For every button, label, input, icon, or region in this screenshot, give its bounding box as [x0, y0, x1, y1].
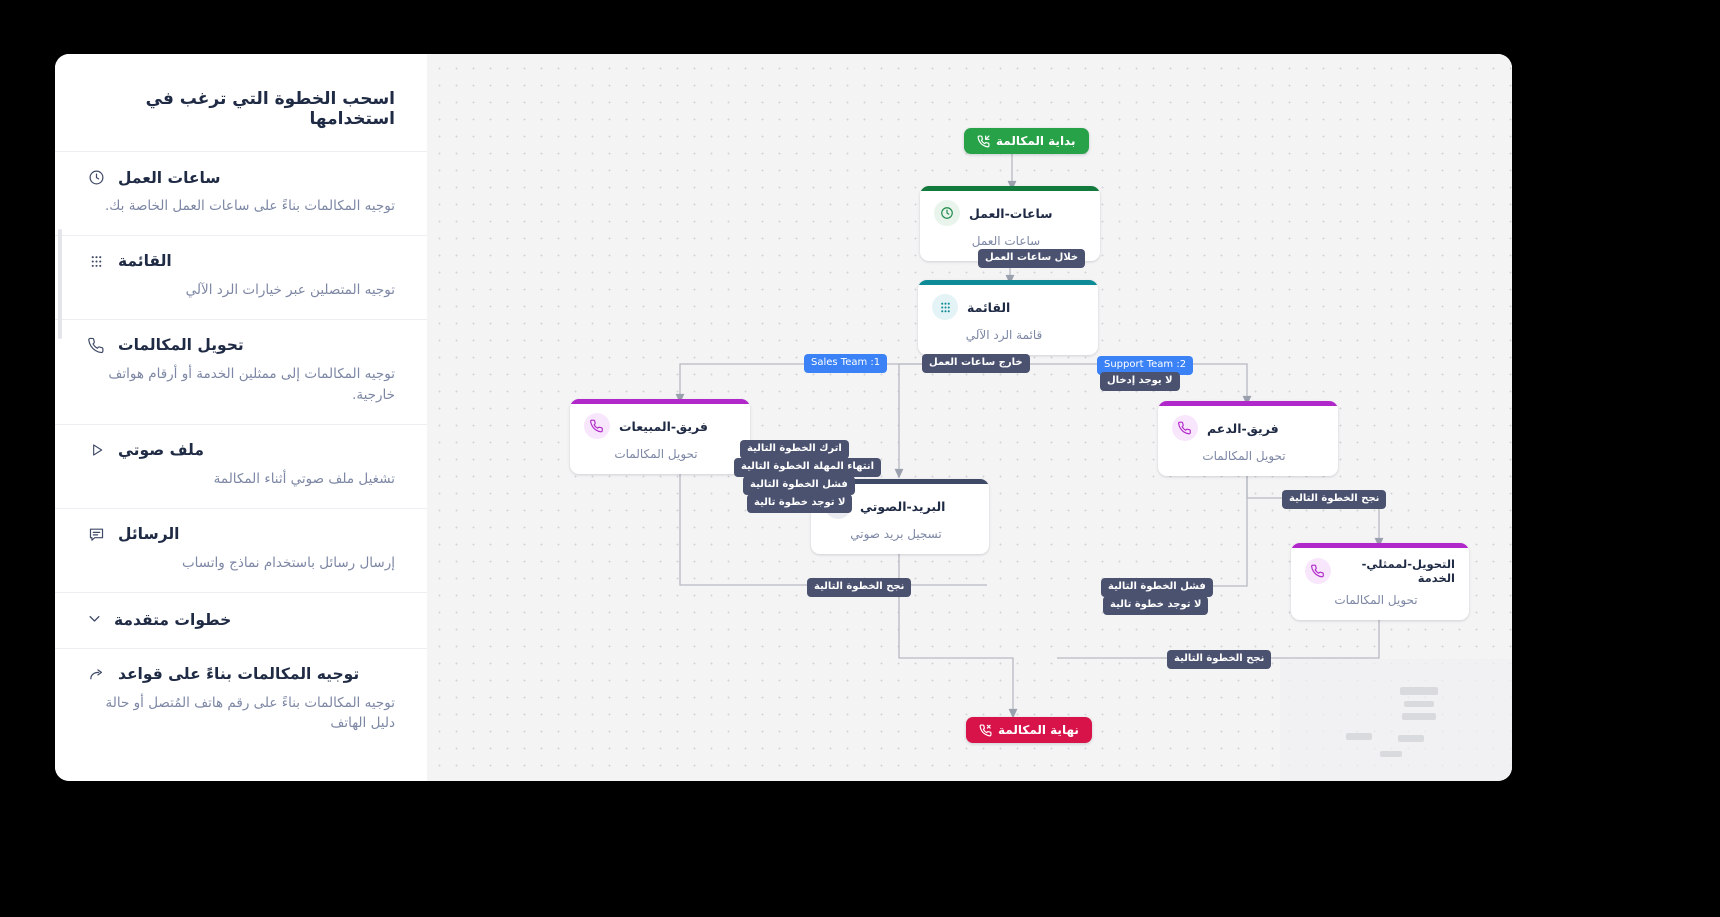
- node-support-team[interactable]: فريق-الدعم تحويل المكالمات: [1158, 401, 1338, 476]
- edge-label-fail-next-b[interactable]: فشل الخطوة التالية: [1101, 578, 1213, 597]
- phone-forward-icon: [1172, 415, 1198, 441]
- phone-incoming-icon: [977, 134, 990, 147]
- node-business-hours[interactable]: ساعات-العمل ساعات العمل: [920, 186, 1100, 261]
- flow-canvas[interactable]: بداية المكالمة ساعات-العمل ساعات العمل: [427, 54, 1512, 781]
- node-subtitle: تسجيل بريد صوتي: [850, 527, 942, 541]
- edge-label-outside-hours[interactable]: خارج ساعات العمل: [922, 354, 1030, 373]
- edge-label-fail-next-a[interactable]: فشل الخطوة التالية: [743, 476, 855, 495]
- edge-label-success-next-c[interactable]: نجح الخطوة التالية: [1167, 650, 1272, 669]
- panel-item-desc: توجيه المكالمات بناءً على ساعات العمل ال…: [105, 198, 395, 214]
- node-sales-team[interactable]: فريق-المبيعات تحويل المكالمات: [570, 399, 750, 474]
- node-call-start[interactable]: بداية المكالمة: [964, 128, 1089, 154]
- node-call-end[interactable]: نهاية المكالمة: [966, 717, 1092, 743]
- panel-item-business-hours[interactable]: ساعات العمل توجيه المكالمات بناءً على سا…: [55, 152, 427, 235]
- edge-label-during-hours[interactable]: خلال ساعات العمل: [978, 249, 1086, 268]
- node-subtitle: تحويل المكالمات: [1202, 449, 1286, 463]
- menu-grid-icon: [87, 252, 106, 271]
- panel-item-desc: توجيه المكالمات إلى ممثلين الخدمة أو أرق…: [108, 365, 395, 403]
- minimap-node: [1400, 687, 1438, 695]
- edge-label-leave-next[interactable]: اترك الخطوة التالية: [740, 440, 849, 459]
- panel-item-messages[interactable]: الرسائل إرسال رسائل باستخدام نماذج واتسا…: [55, 509, 427, 592]
- node-accent-bar: [918, 280, 1098, 285]
- message-icon: [87, 525, 106, 544]
- menu-grid-icon: [932, 294, 958, 320]
- clock-icon: [87, 168, 106, 187]
- panel-item-name: ملف صوتي: [118, 441, 204, 460]
- node-menu[interactable]: القائمة قائمة الرد الآلي: [918, 280, 1098, 355]
- node-title: البريد-الصوتي: [860, 498, 946, 514]
- minimap-node: [1346, 733, 1372, 740]
- phone-hangup-icon: [979, 723, 992, 736]
- divider: [55, 423, 427, 425]
- node-accent-bar: [920, 186, 1100, 191]
- panel-item-name: ساعات العمل: [118, 168, 221, 187]
- node-subtitle: ساعات العمل: [971, 234, 1041, 248]
- panel-section-name: خطوات متقدمة: [114, 611, 232, 630]
- edge-label-sales-team-1[interactable]: Sales Team :1: [804, 354, 888, 373]
- panel-item-name: توجيه المكالمات بناءً على قواعد: [118, 665, 360, 684]
- edge-label-success-next-b[interactable]: نجح الخطوة التالية: [1282, 490, 1387, 509]
- share-arrow-icon: [87, 665, 106, 684]
- phone-forward-icon: [584, 413, 610, 439]
- divider: [55, 234, 427, 236]
- panel-item-rule-based-routing[interactable]: توجيه المكالمات بناءً على قواعد توجيه ال…: [55, 649, 427, 753]
- phone-forward-icon: [87, 336, 106, 355]
- node-title: التحويل-لممثلي-الخدمة: [1361, 557, 1455, 585]
- edge-label-no-next-step-a[interactable]: لا توجد خطوة تالية: [747, 494, 853, 513]
- node-transfer-agent[interactable]: التحويل-لممثلي-الخدمة تحويل المكالمات: [1291, 543, 1469, 620]
- node-subtitle: تحويل المكالمات: [614, 447, 698, 461]
- panel-title: اسحب الخطوة التي ترغب في استخدامها: [145, 89, 395, 129]
- edge-label-no-input[interactable]: لا يوجد إدخال: [1100, 372, 1180, 391]
- node-accent-bar: [1158, 401, 1338, 406]
- minimap-node: [1402, 713, 1436, 720]
- divider: [55, 591, 427, 593]
- minimap-node: [1380, 751, 1402, 757]
- panel-item-audio-file[interactable]: ملف صوتي تشغيل ملف صوتي أثناء المكالمة: [55, 425, 427, 508]
- panel-item-desc: توجيه المكالمات بناءً على رقم هاتف المُت…: [105, 694, 395, 732]
- phone-forward-icon: [1305, 558, 1331, 584]
- panel-item-desc: تشغيل ملف صوتي أثناء المكالمة: [213, 470, 395, 487]
- node-title: القائمة: [967, 299, 1011, 315]
- node-accent-bar: [811, 479, 989, 484]
- panel-item-name: الرسائل: [118, 525, 180, 544]
- minimap-node: [1398, 735, 1424, 742]
- node-title: فريق-الدعم: [1207, 420, 1279, 436]
- app-window: بداية المكالمة ساعات-العمل ساعات العمل: [55, 54, 1512, 781]
- node-subtitle: قائمة الرد الآلي: [965, 328, 1043, 342]
- clock-icon: [934, 200, 960, 226]
- divider: [55, 507, 427, 509]
- edge-label-success-next-a[interactable]: نجح الخطوة التالية: [807, 578, 912, 597]
- edge-label-support-team-2[interactable]: Support Team :2: [1097, 356, 1194, 375]
- node-accent-bar: [570, 399, 750, 404]
- panel-section-advanced[interactable]: خطوات متقدمة: [55, 593, 427, 648]
- divider: [55, 151, 427, 152]
- steps-panel[interactable]: اسحب الخطوة التي ترغب في استخدامها ساعات…: [55, 54, 427, 781]
- node-start-label: بداية المكالمة: [996, 134, 1076, 148]
- panel-item-name: تحويل المكالمات: [118, 336, 244, 355]
- edge-label-no-next-step-b[interactable]: لا توجد خطوة تالية: [1103, 596, 1209, 615]
- panel-scrollbar[interactable]: [58, 229, 62, 339]
- panel-item-call-transfer[interactable]: تحويل المكالمات توجيه المكالمات إلى ممثل…: [55, 320, 427, 424]
- panel-item-desc: إرسال رسائل باستخدام نماذج واتساب: [181, 554, 395, 571]
- divider: [55, 647, 427, 649]
- chevron-down-icon: [87, 611, 102, 630]
- node-accent-bar: [1291, 543, 1469, 548]
- node-title: ساعات-العمل: [969, 205, 1053, 221]
- minimap[interactable]: [1280, 659, 1512, 781]
- panel-item-menu[interactable]: القائمة توجيه المتصلين عبر خيارات الرد ا…: [55, 236, 427, 319]
- node-subtitle: تحويل المكالمات: [1334, 593, 1418, 607]
- panel-item-desc: توجيه المتصلين عبر خيارات الرد الآلي: [185, 281, 395, 298]
- edge-label-timeout-next[interactable]: انتهاء المهلة الخطوة التالية: [734, 458, 882, 477]
- node-title: فريق-المبيعات: [619, 418, 708, 434]
- divider: [55, 318, 427, 320]
- play-icon: [87, 441, 106, 460]
- panel-item-name: القائمة: [118, 252, 172, 271]
- node-end-label: نهاية المكالمة: [998, 723, 1079, 737]
- minimap-node: [1404, 701, 1434, 707]
